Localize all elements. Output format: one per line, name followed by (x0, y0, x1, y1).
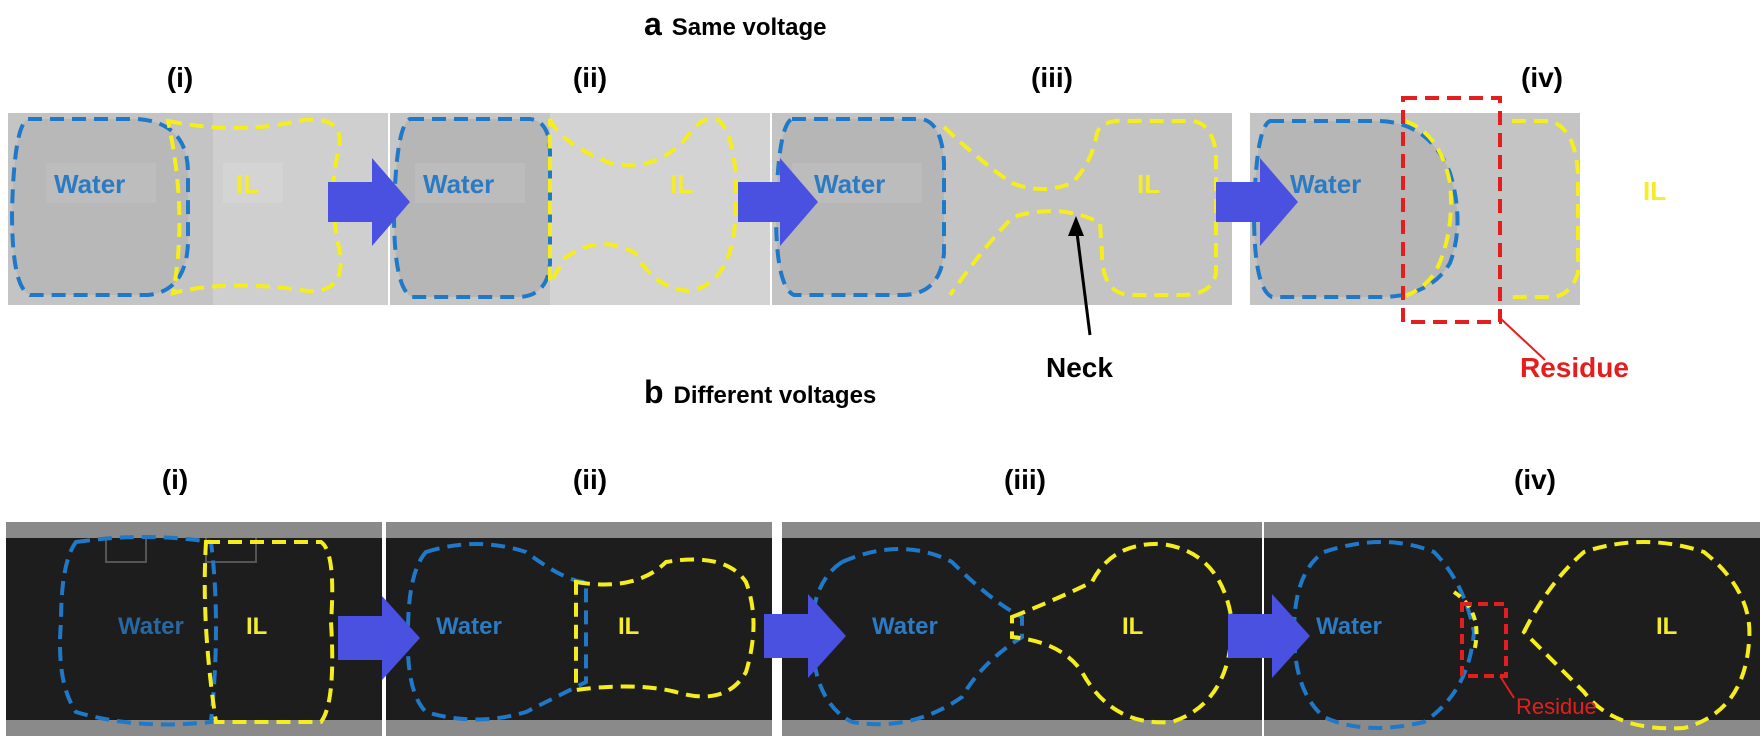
panel-b-i-label: (i) (161, 464, 189, 495)
panel-b-ii: Water IL (386, 522, 772, 736)
section-b-text: Different voltages (673, 382, 877, 409)
arrow-a-2 (738, 158, 818, 246)
water-label: Water (423, 169, 494, 199)
panel-a-iv: Water (1250, 113, 1580, 305)
panel-b-i: Water IL (6, 522, 382, 736)
section-a-letter: a (644, 6, 662, 42)
water-label: Water (814, 169, 885, 199)
water-label: Water (872, 613, 938, 640)
residue-pointer-b (1499, 675, 1515, 699)
il-label: IL (246, 613, 267, 640)
arrow-b-1 (338, 596, 420, 680)
section-a-text: Same voltage (671, 14, 827, 41)
panel-a-iv-label: (iv) (1521, 62, 1563, 93)
il-label: IL (1122, 613, 1143, 640)
residue-box-b (1460, 602, 1508, 678)
water-label: Water (118, 613, 184, 640)
panel-a-ii-label: (ii) (572, 62, 608, 93)
arrow-a-1 (328, 158, 410, 246)
arrow-b-2 (764, 594, 846, 678)
panel-b-iv-label: (iv) (1514, 464, 1556, 495)
il-label: IL (618, 613, 639, 640)
panel-b-ii-label: (ii) (572, 464, 608, 495)
section-b-letter: b (644, 374, 664, 410)
il-outline (165, 117, 343, 296)
il-label: IL (1137, 169, 1160, 199)
residue-box-a (1401, 96, 1502, 324)
panel-b-iv: Water IL (1264, 522, 1760, 736)
arrow-a-3 (1216, 158, 1298, 246)
il-label-a-iv: IL (1643, 176, 1667, 206)
section-b-title: b Different voltages (644, 374, 876, 411)
neck-pointer-head (1068, 216, 1084, 236)
panel-a-ii: Water IL (390, 113, 770, 305)
neck-pointer (1074, 224, 1092, 336)
il-label: IL (1656, 613, 1677, 640)
residue-pointer-a (1499, 317, 1546, 361)
panel-b-iii-label: (iii) (1004, 464, 1046, 495)
water-label: Water (1316, 613, 1382, 640)
panel-a-iii-label: (iii) (1031, 62, 1073, 93)
panel-a-i: Water IL (8, 113, 388, 305)
arrow-b-3 (1228, 594, 1310, 678)
panel-a-i-label: (i) (166, 62, 194, 93)
neck-label: Neck (1046, 352, 1113, 383)
il-label: IL (236, 169, 259, 199)
water-label: Water (1290, 169, 1361, 199)
il-label: IL (670, 169, 693, 199)
residue-label-a: Residue (1520, 352, 1629, 383)
water-label: Water (54, 169, 125, 199)
water-label: Water (436, 613, 502, 640)
residue-label-b: Residue (1516, 694, 1597, 719)
section-a-title: a Same voltage (644, 6, 827, 43)
panel-a-iii: Water IL (772, 113, 1232, 305)
